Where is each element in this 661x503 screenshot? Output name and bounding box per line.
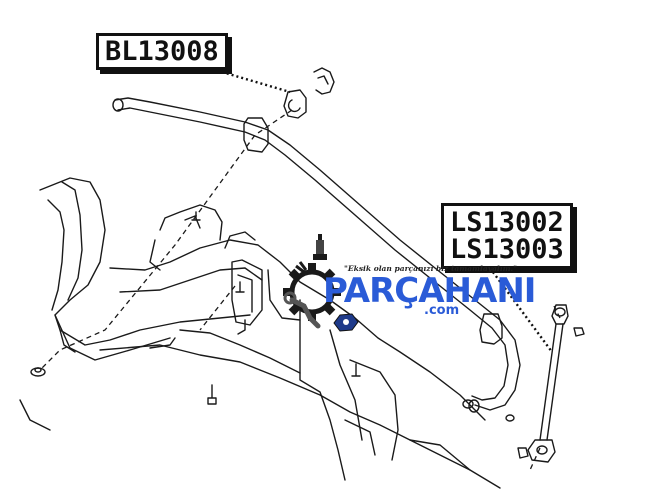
part-number-bl13008: BL13008 xyxy=(105,36,219,67)
callout-lines xyxy=(221,70,553,353)
nut-icon xyxy=(295,261,359,332)
spark-plug-icon xyxy=(313,234,327,260)
part-number-ls13003: LS13003 xyxy=(450,234,564,265)
part-number-links: LS13002 LS13003 xyxy=(441,203,573,269)
dashed-guide-lines xyxy=(39,109,561,471)
stabilizer-link xyxy=(462,304,585,463)
part-number-bushing: BL13008 xyxy=(96,33,228,70)
watermark-brand: PARÇAHANI xyxy=(323,271,536,311)
wrench-icon xyxy=(283,291,321,329)
bushing-bl13008 xyxy=(283,67,335,119)
watermark-domain: .com xyxy=(424,303,460,318)
stabilizer-bar xyxy=(112,97,521,413)
part-number-ls13002: LS13002 xyxy=(450,207,564,238)
subframe xyxy=(19,177,501,489)
watermark-slogan: "Eksik olan parçanızı biz tamamlayalım." xyxy=(344,264,518,273)
subframe-bolts xyxy=(30,211,361,405)
